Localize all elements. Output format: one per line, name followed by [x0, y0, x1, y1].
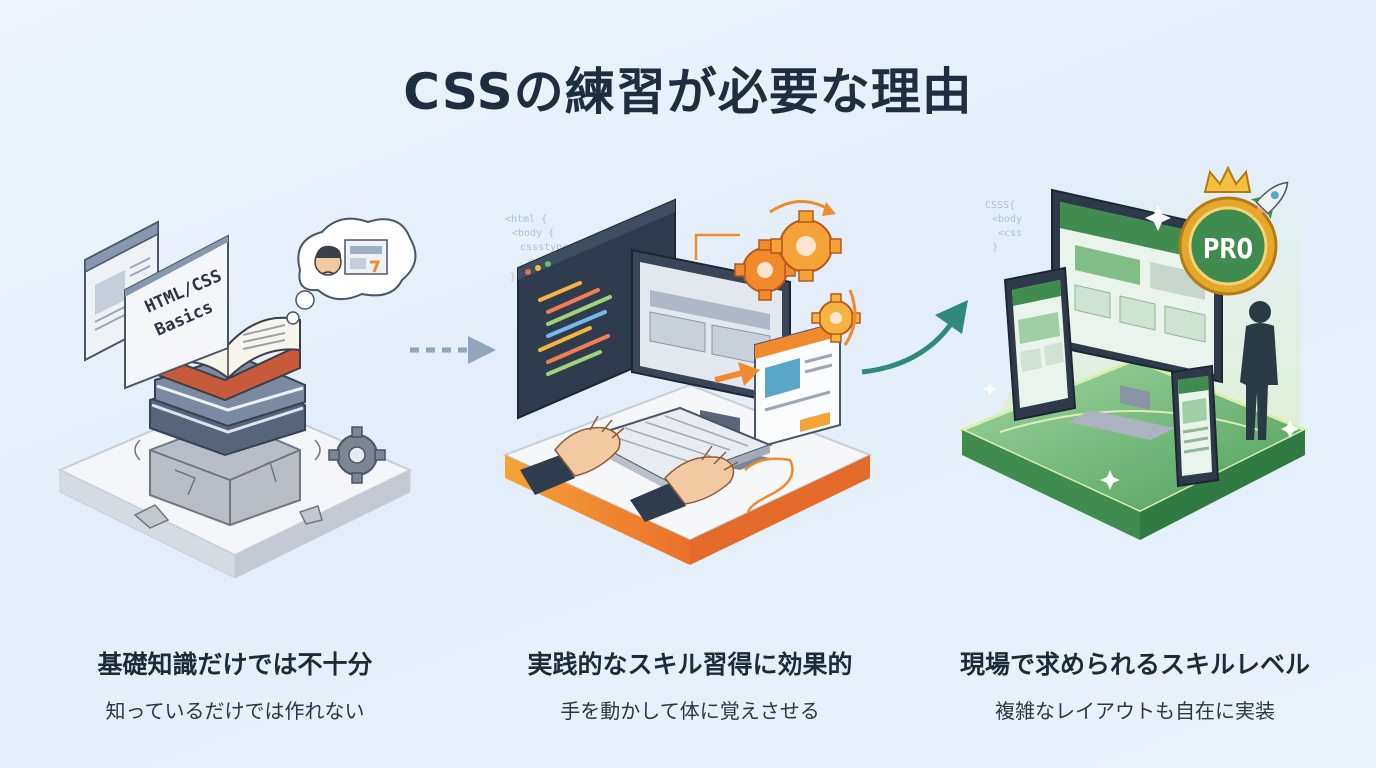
svg-text:<body: <body — [992, 214, 1022, 225]
svg-text:cssstype=": cssstype=" — [520, 242, 580, 253]
panel-3-subheading: 複雑なレイアウトも自在に実装 — [995, 699, 1275, 723]
gear-icon — [328, 426, 386, 484]
panel-1-caption: 基礎知識だけでは不十分 知っているだけでは作れない — [15, 645, 455, 724]
growth-arrow-icon — [861, 300, 968, 375]
svg-text:CSSS{: CSSS{ — [985, 200, 1015, 211]
panel-2-illustration: <html { <body { cssstype=" <css } — [502, 198, 873, 565]
thought-bubble-icon — [286, 217, 417, 325]
panel-2-caption: 実践的なスキル習得に効果的 手を動かして体に覚えさせる — [470, 645, 910, 724]
pro-badge-label: PRO — [1203, 232, 1254, 265]
panel-3-caption: 現場で求められるスキルレベル 複雑なレイアウトも自在に実装 — [915, 645, 1355, 724]
crumbling-foundation — [133, 418, 323, 529]
svg-text:<body {: <body { — [512, 228, 554, 239]
tablet-device — [1003, 266, 1077, 422]
rocket-icon — [1250, 181, 1289, 220]
browser-window — [754, 320, 841, 450]
panel-1-illustration: HTML/CSS Basics — [57, 217, 417, 579]
panel-2-heading: 実践的なスキル習得に効果的 — [527, 650, 853, 679]
svg-text:}: } — [992, 242, 998, 253]
desktop-monitor — [1051, 188, 1223, 440]
panel-3-heading: 現場で求められるスキルレベル — [959, 650, 1310, 679]
crown-icon — [1203, 165, 1252, 193]
floating-documents: HTML/CSS Basics — [84, 220, 229, 390]
typing-hands — [520, 415, 739, 522]
panel-1-subheading: 知っているだけでは作れない — [105, 699, 365, 723]
background-code-2: CSSS{ <body <css } — [985, 200, 1022, 253]
gears-icon — [694, 200, 861, 346]
pro-badge: PRO — [1178, 196, 1278, 296]
phone-device — [1170, 364, 1220, 488]
sparkle-icon — [983, 205, 1299, 490]
panel-1-heading: 基礎知識だけでは不十分 — [97, 650, 373, 679]
svg-text:<css: <css — [998, 228, 1022, 239]
svg-text:<html {: <html { — [505, 214, 547, 225]
panel-2-subheading: 手を動かして体に覚えさせる — [560, 699, 820, 723]
panel-3-illustration: CSSS{ <body <css } — [958, 160, 1309, 540]
page-title: CSSの練習が必要な理由 — [403, 63, 973, 121]
professional-silhouette — [1240, 301, 1278, 440]
dashed-arrow-icon — [410, 336, 496, 364]
svg-text:}: } — [510, 272, 516, 283]
